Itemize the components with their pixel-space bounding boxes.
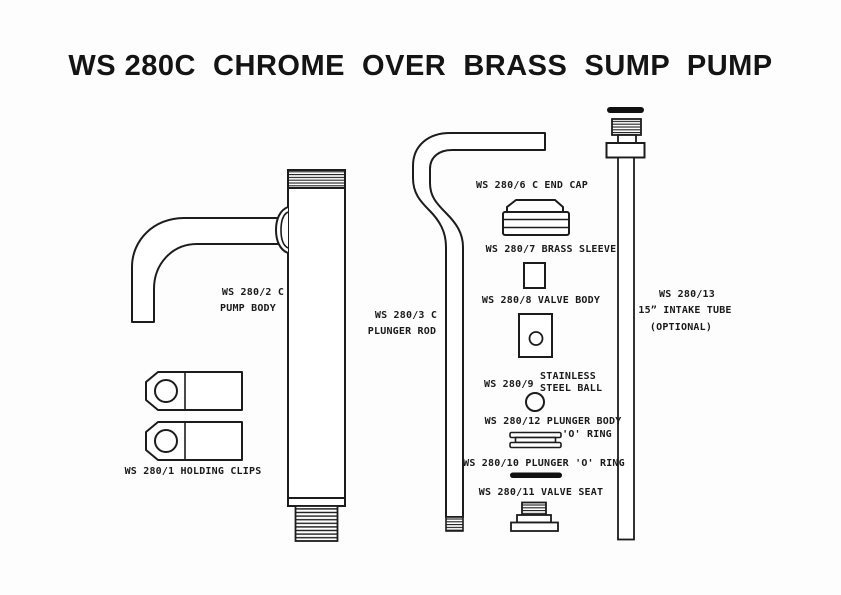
plunger-body-o-ring-label-line1: WS 280/12 PLUNGER BODY — [484, 416, 622, 427]
holding-clips-label: WS 280/1 HOLDING CLIPS — [124, 466, 262, 477]
pbo-bottom-flange — [509, 441, 562, 449]
brass-sleeve-shape — [523, 262, 546, 289]
holding-clip-top-hole — [154, 379, 178, 403]
plunger-rod-name-label: PLUNGER ROD — [367, 326, 437, 337]
spout-collar-inner-arc — [280, 211, 289, 249]
pump-body-name-label: PUMP BODY — [220, 303, 276, 314]
holding-clip-bottom-hole — [154, 429, 178, 453]
end-cap-shape — [502, 199, 570, 236]
valve-body-label: WS 280/8 VALVE BODY — [481, 295, 601, 306]
end-cap-top — [506, 199, 564, 213]
pump-body-thread-tip — [294, 505, 339, 542]
pump-body-neck-band — [287, 497, 346, 507]
page-title: WS 280C CHROME OVER BRASS SUMP PUMP — [68, 50, 773, 82]
pump-body-knurl-band — [287, 169, 346, 189]
valve-seat-label: WS 280/11 VALVE SEAT — [478, 487, 604, 498]
plunger-o-ring-label: WS 280/10 PLUNGER 'O' RING — [463, 458, 625, 469]
intake-tube-threads — [611, 118, 642, 136]
steel-ball-code-label: WS 280/9 — [484, 379, 534, 390]
intake-tube-shape — [605, 107, 646, 541]
pump-body-tube — [287, 169, 346, 499]
end-cap-ridges — [502, 211, 570, 236]
plunger-rod-shape — [412, 132, 546, 532]
plunger-o-ring-shape — [510, 472, 562, 478]
valve-seat-threads — [521, 501, 547, 516]
pump-body-shape — [131, 169, 346, 542]
intake-tube-code-label: WS 280/13 — [659, 289, 715, 300]
spout-collar — [276, 207, 288, 253]
holding-clips-shape — [145, 371, 243, 461]
intake-tube-note-label: (OPTIONAL) — [649, 322, 713, 333]
valve-seat-shape — [510, 501, 559, 532]
plunger-body-o-ring-label-line2: 'O' RING — [562, 429, 612, 440]
plunger-rod-thread-tip — [445, 516, 464, 532]
brass-sleeve-label: WS 280/7 BRASS SLEEVE — [485, 244, 617, 255]
intake-tube-o-ring — [607, 107, 644, 113]
plunger-body-o-ring-shape — [509, 431, 562, 449]
valve-body-hole — [528, 331, 544, 346]
spout-collar-outer-arc — [274, 206, 289, 254]
valve-body-shape — [518, 313, 553, 358]
valve-seat-base — [510, 521, 559, 532]
intake-tube-pipe — [617, 156, 635, 541]
valve-seat-middle — [516, 514, 552, 524]
steel-ball-name-line2: STEEL BALL — [540, 383, 603, 394]
intake-tube-flange — [605, 142, 646, 159]
pump-body-code-label: WS 280/2 C — [221, 287, 285, 298]
plunger-rod-code-label: WS 280/3 C — [374, 310, 438, 321]
pump-spout — [131, 217, 289, 323]
end-cap-label: WS 280/6 C END CAP — [476, 180, 588, 191]
steel-ball-name-line1: STAINLESS — [540, 371, 596, 382]
intake-tube-name-label: 15” INTAKE TUBE — [638, 305, 732, 316]
steel-ball-shape — [525, 392, 545, 412]
